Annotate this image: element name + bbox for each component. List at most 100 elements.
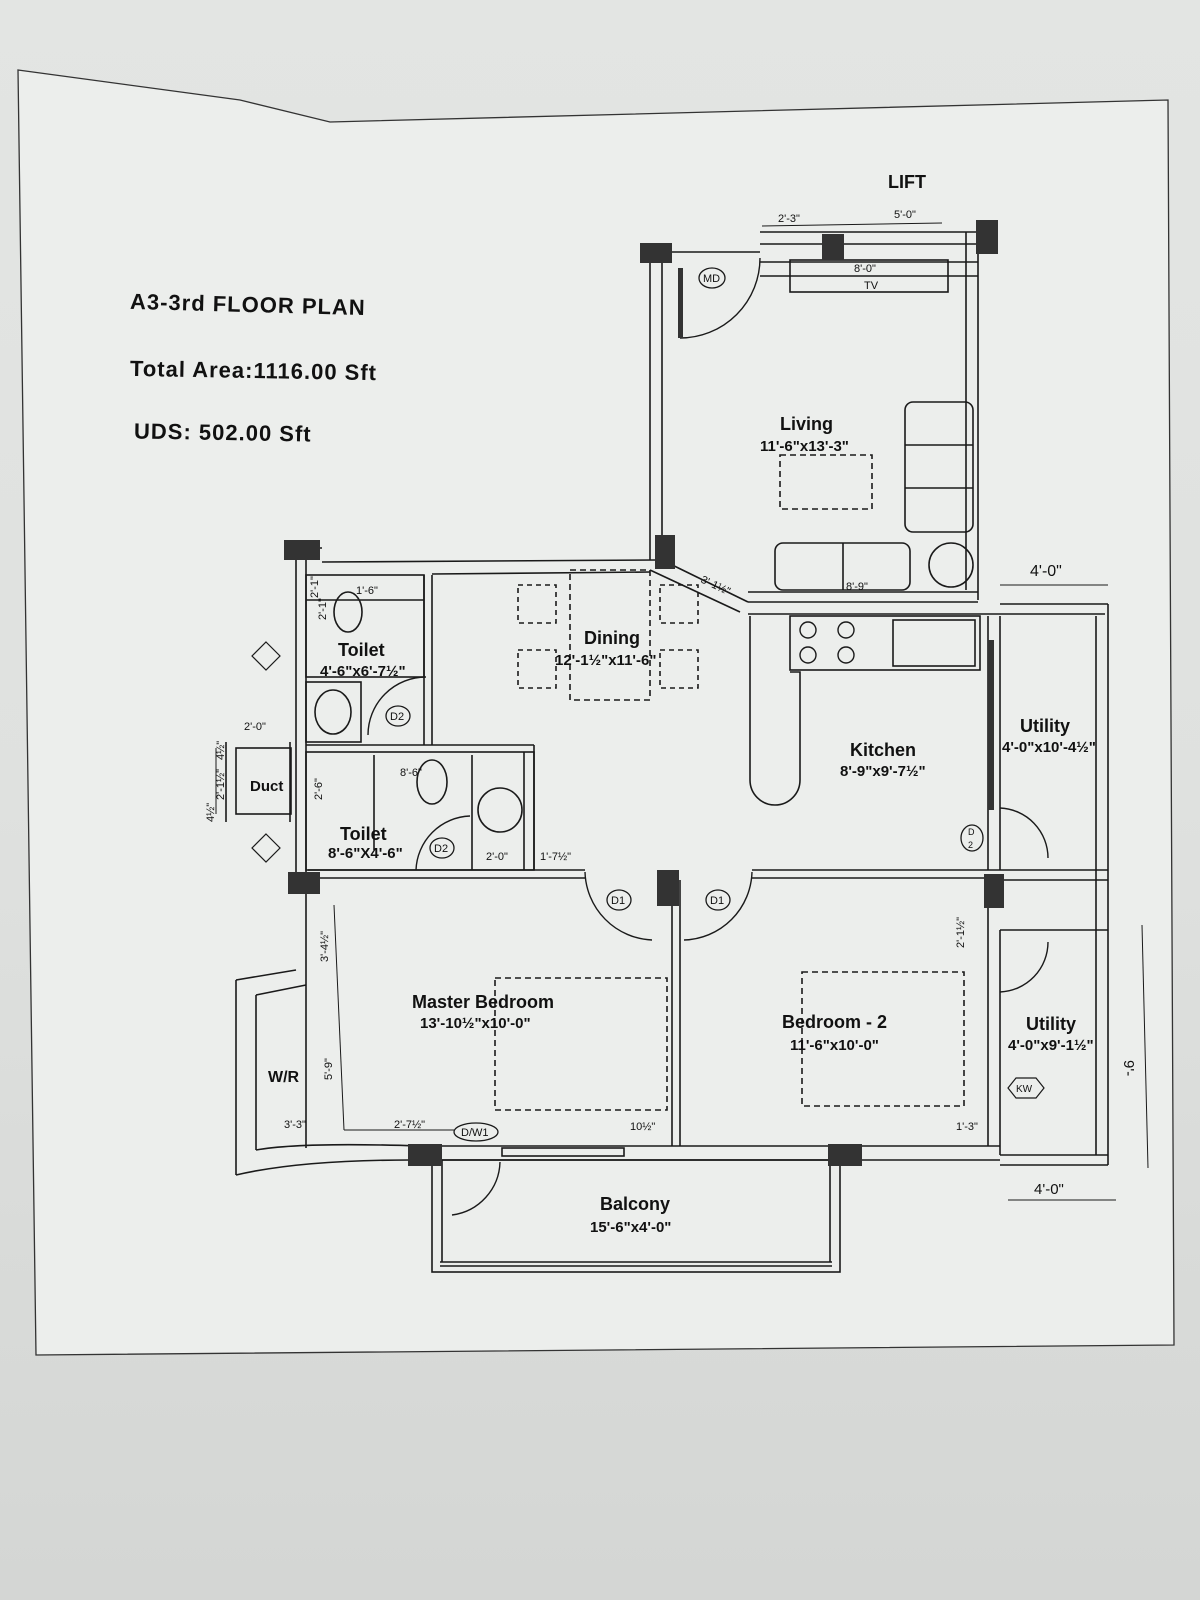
paper-sheet [17, 69, 1175, 1356]
dim-bed2-b: 1'-3" [956, 1121, 978, 1133]
dim-toilet2-h: 2'-6" [313, 778, 325, 800]
d1-right-tag-bubble [705, 889, 731, 911]
coffee-table [779, 454, 873, 510]
utility2-dimensions: 4'-0"x9'-1½" [1008, 1037, 1094, 1054]
dim-passage: 1'-7½" [540, 851, 571, 863]
master-window [501, 1147, 625, 1157]
dim-duct-bottom: 4½" [205, 803, 217, 822]
wr-label: W/R [268, 1069, 300, 1086]
dim-duct-height: 2'-1½" [215, 769, 227, 800]
angled-wall-inner [649, 569, 741, 613]
living-dimensions: 11'-6"x13'-3" [760, 438, 849, 455]
dim-master-v1: 3'-4½" [319, 931, 331, 962]
dim-right-top: 4'-0" [1030, 563, 1062, 580]
kitchen-wall-thick [988, 640, 994, 810]
master-bedroom-dimensions: 13'-10½"x10'-0" [420, 1015, 531, 1032]
dim-toilet1-top: 1'-6" [356, 585, 378, 597]
column [284, 540, 320, 560]
stove-burner [799, 621, 817, 639]
angled-wall [661, 559, 749, 603]
dim-sofa: 8'-9" [846, 581, 868, 593]
d2-toilet1-swing [367, 676, 427, 736]
kitchen-name: Kitchen [850, 740, 916, 760]
d2-toilet1-tag-bubble [385, 705, 411, 727]
dim-right-bottom: 4'-0" [1034, 1181, 1064, 1198]
dim-master-end: 10½" [630, 1121, 655, 1133]
dining-table [569, 569, 651, 701]
living-door-wall-thick [678, 268, 683, 338]
d2-utility-tag-bottom: 2 [968, 840, 973, 850]
column [640, 243, 672, 263]
dim-duct-width: 2'-0" [244, 721, 266, 733]
column [828, 1144, 862, 1166]
d1-right-swing [683, 871, 753, 941]
dim-line-right-vertical [1141, 924, 1149, 1169]
toilet1-dimensions: 4'-6"x6'-7½" [320, 663, 406, 680]
sofa-right [904, 401, 974, 533]
toilet2-basin [477, 787, 523, 833]
lift-label: LIFT [888, 172, 926, 192]
master-bed [494, 977, 668, 1111]
toilet1-basin [314, 689, 352, 735]
d1-left-tag: D1 [611, 895, 625, 907]
toilet2-wc [416, 759, 448, 805]
kitchen-sink [892, 619, 976, 667]
dim-duct-top: 4½" [215, 741, 227, 760]
dim-toilet1-h: 2'-1" [309, 576, 321, 598]
column [408, 1144, 442, 1166]
toilet1-wc [333, 591, 363, 633]
dining-top-wall-2 [431, 571, 651, 575]
duct-label: Duct [250, 778, 283, 795]
balcony-outline [431, 1159, 841, 1273]
dw1-tag: D/W1 [461, 1127, 489, 1139]
side-table [928, 542, 974, 588]
md-tag: MD [703, 273, 720, 285]
dim-toilet2-top: 8'-6" [400, 767, 422, 779]
column [976, 220, 998, 254]
dim-lift-right: 5'-0" [894, 209, 916, 221]
stove-burner [799, 646, 817, 664]
dim-bed2-v: 2'-1½" [955, 917, 967, 948]
dining-top-wall [321, 559, 656, 563]
dw1-tag-bubble [453, 1122, 499, 1142]
d1-left-tag-bubble [606, 889, 632, 911]
utility2-name: Utility [1026, 1014, 1076, 1034]
stove-burner [837, 646, 855, 664]
d2-toilet1-tag: D2 [390, 711, 404, 723]
d2-utility-tag-top: D [968, 827, 975, 837]
column [822, 234, 844, 260]
tv-tag: TV [864, 280, 879, 292]
balcony-name: Balcony [600, 1194, 670, 1214]
dining-chair-4 [659, 649, 699, 689]
tv-unit [789, 259, 949, 293]
master-bottom-wall-2 [255, 1143, 1000, 1151]
column [657, 870, 679, 906]
dim-toilet1-w: 2'-1" [317, 598, 329, 620]
column [984, 874, 1004, 908]
dim-right-vertical: 9'- [1120, 1060, 1137, 1076]
column [655, 535, 675, 569]
total-area: Total Area:1116.00 Sft [129, 355, 378, 386]
kitchen-counter [789, 615, 981, 671]
d2-toilet2-tag: D2 [434, 843, 448, 855]
dim-master-v2: 5'-9" [323, 1058, 335, 1080]
wr-top [235, 969, 297, 981]
utility1-door-swing [999, 807, 1049, 859]
main-door-swing [679, 257, 761, 339]
d2-toilet2-swing [415, 815, 471, 871]
dining-chair-1 [517, 584, 557, 624]
kitchen-island [749, 616, 801, 806]
dim-tv-width: 8'-0" [854, 263, 876, 275]
kw-tag-hexagon [1007, 1077, 1045, 1099]
dim-master-b: 2'-7½" [394, 1119, 425, 1131]
d1-right-tag: D1 [710, 895, 724, 907]
bedroom2-bed [801, 971, 965, 1107]
dining-dimensions: 12'-1½"x11'-6" [555, 652, 656, 669]
utility1-dimensions: 4'-0"x10'-4½" [1002, 739, 1096, 756]
balcony-dimensions: 15'-6"x4'-0" [590, 1219, 671, 1236]
living-name: Living [780, 414, 833, 434]
duct-box [235, 747, 292, 815]
utility1-name: Utility [1020, 716, 1070, 736]
kw-tag: KW [1016, 1084, 1033, 1095]
